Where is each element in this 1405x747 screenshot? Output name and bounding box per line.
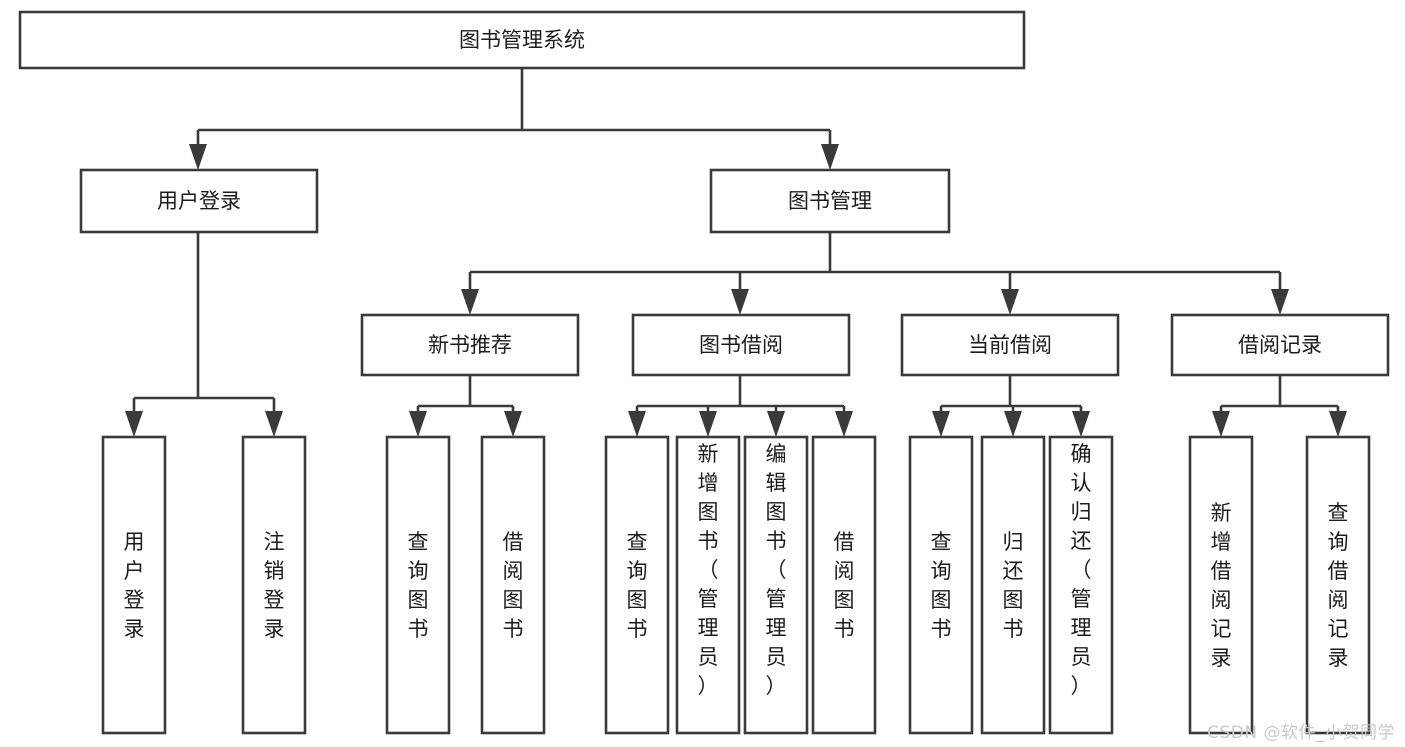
arrow-head-leaf-user-login — [125, 411, 143, 437]
node-leaf-logout[interactable]: 注销登录 — [241, 435, 307, 735]
node-label-leaf-query-record: 查询借阅记录 — [1328, 501, 1349, 670]
node-box-leaf-logout[interactable] — [241, 435, 307, 735]
node-label-leaf-confirm-return: 确认归还（管理员） — [1071, 442, 1092, 698]
node-root[interactable]: 图书管理系统 — [18, 10, 1026, 70]
node-box-root[interactable] — [18, 10, 1026, 70]
node-label-leaf-return-book: 归还图书 — [1003, 530, 1024, 641]
node-box-book-manage[interactable] — [709, 168, 951, 234]
node-leaf-query-book-3[interactable]: 查询图书 — [908, 435, 974, 735]
node-leaf-add-record[interactable]: 新增借阅记录 — [1188, 435, 1254, 735]
arrow-head-user-login — [189, 144, 207, 170]
node-label-leaf-query-book-1: 查询图书 — [408, 530, 429, 641]
node-box-current-borrow[interactable] — [900, 313, 1120, 377]
node-label-leaf-user-login: 用户登录 — [124, 530, 145, 641]
node-leaf-user-login[interactable]: 用户登录 — [101, 435, 167, 735]
node-leaf-confirm-return[interactable]: 确认归还（管理员） — [1048, 435, 1114, 735]
arrow-head-leaf-confirm-return — [1072, 411, 1090, 437]
node-book-manage[interactable]: 图书管理 — [709, 168, 951, 234]
arrow-head-new-book-recommend — [461, 289, 479, 315]
node-label-book-manage: 图书管理 — [788, 189, 872, 213]
node-label-leaf-add-book: 新增图书（管理员） — [698, 442, 719, 698]
node-label-leaf-query-book-2: 查询图书 — [627, 530, 648, 641]
node-label-leaf-add-record: 新增借阅记录 — [1211, 501, 1232, 670]
arrow-head-leaf-borrow-book-1 — [504, 411, 522, 437]
arrow-head-leaf-add-book — [699, 411, 717, 437]
node-book-borrow[interactable]: 图书借阅 — [631, 313, 851, 377]
node-label-root: 图书管理系统 — [459, 28, 585, 52]
node-box-leaf-confirm-return[interactable] — [1048, 435, 1114, 735]
node-box-leaf-user-login[interactable] — [101, 435, 167, 735]
node-label-leaf-edit-book: 编辑图书（管理员） — [766, 442, 787, 698]
arrow-head-leaf-add-record — [1212, 411, 1230, 437]
arrow-head-leaf-borrow-book-2 — [835, 411, 853, 437]
arrow-head-leaf-return-book — [1004, 411, 1022, 437]
arrow-head-borrow-record — [1271, 289, 1289, 315]
node-leaf-edit-book[interactable]: 编辑图书（管理员） — [743, 435, 809, 735]
node-box-new-book-recommend[interactable] — [360, 313, 580, 377]
node-leaf-add-book[interactable]: 新增图书（管理员） — [675, 435, 741, 735]
arrow-head-leaf-query-record — [1329, 411, 1347, 437]
node-box-leaf-borrow-book-1[interactable] — [480, 435, 546, 735]
node-new-book-recommend[interactable]: 新书推荐 — [360, 313, 580, 377]
arrow-head-leaf-query-book-2 — [628, 411, 646, 437]
node-box-leaf-query-book-3[interactable] — [908, 435, 974, 735]
node-box-leaf-borrow-book-2[interactable] — [811, 435, 877, 735]
node-label-leaf-borrow-book-2: 借阅图书 — [834, 530, 855, 641]
arrow-head-leaf-query-book-1 — [409, 411, 427, 437]
connectors-layer — [125, 68, 1347, 437]
arrow-head-leaf-logout — [265, 411, 283, 437]
node-label-user-login: 用户登录 — [157, 189, 241, 213]
node-label-borrow-record: 借阅记录 — [1238, 333, 1322, 357]
node-label-current-borrow: 当前借阅 — [968, 333, 1052, 357]
node-box-leaf-query-record[interactable] — [1305, 435, 1371, 735]
node-box-borrow-record[interactable] — [1170, 313, 1390, 377]
node-box-book-borrow[interactable] — [631, 313, 851, 377]
arrow-head-current-borrow — [1001, 289, 1019, 315]
node-box-user-login[interactable] — [79, 168, 319, 234]
node-box-leaf-edit-book[interactable] — [743, 435, 809, 735]
node-box-leaf-add-record[interactable] — [1188, 435, 1254, 735]
node-current-borrow[interactable]: 当前借阅 — [900, 313, 1120, 377]
node-leaf-query-book-2[interactable]: 查询图书 — [604, 435, 670, 735]
node-label-new-book-recommend: 新书推荐 — [428, 333, 512, 357]
node-leaf-borrow-book-2[interactable]: 借阅图书 — [811, 435, 877, 735]
node-user-login[interactable]: 用户登录 — [79, 168, 319, 234]
node-box-leaf-query-book-1[interactable] — [385, 435, 451, 735]
node-leaf-query-record[interactable]: 查询借阅记录 — [1305, 435, 1371, 735]
node-label-leaf-borrow-book-1: 借阅图书 — [503, 530, 524, 641]
node-label-leaf-query-book-3: 查询图书 — [931, 530, 952, 641]
node-leaf-return-book[interactable]: 归还图书 — [980, 435, 1046, 735]
arrow-head-book-manage — [821, 144, 839, 170]
arrow-head-book-borrow — [731, 289, 749, 315]
node-box-leaf-add-book[interactable] — [675, 435, 741, 735]
node-leaf-borrow-book-1[interactable]: 借阅图书 — [480, 435, 546, 735]
node-label-book-borrow: 图书借阅 — [699, 333, 783, 357]
node-box-leaf-query-book-2[interactable] — [604, 435, 670, 735]
node-leaf-query-book-1[interactable]: 查询图书 — [385, 435, 451, 735]
arrow-head-leaf-query-book-3 — [932, 411, 950, 437]
nodes-layer: 图书管理系统用户登录图书管理新书推荐图书借阅当前借阅借阅记录用户登录注销登录查询… — [18, 10, 1390, 735]
node-label-leaf-logout: 注销登录 — [264, 530, 285, 641]
csdn-watermark: CSDN @软件_小贺同学 — [1207, 723, 1395, 743]
node-box-leaf-return-book[interactable] — [980, 435, 1046, 735]
node-borrow-record[interactable]: 借阅记录 — [1170, 313, 1390, 377]
arrow-head-leaf-edit-book — [767, 411, 785, 437]
